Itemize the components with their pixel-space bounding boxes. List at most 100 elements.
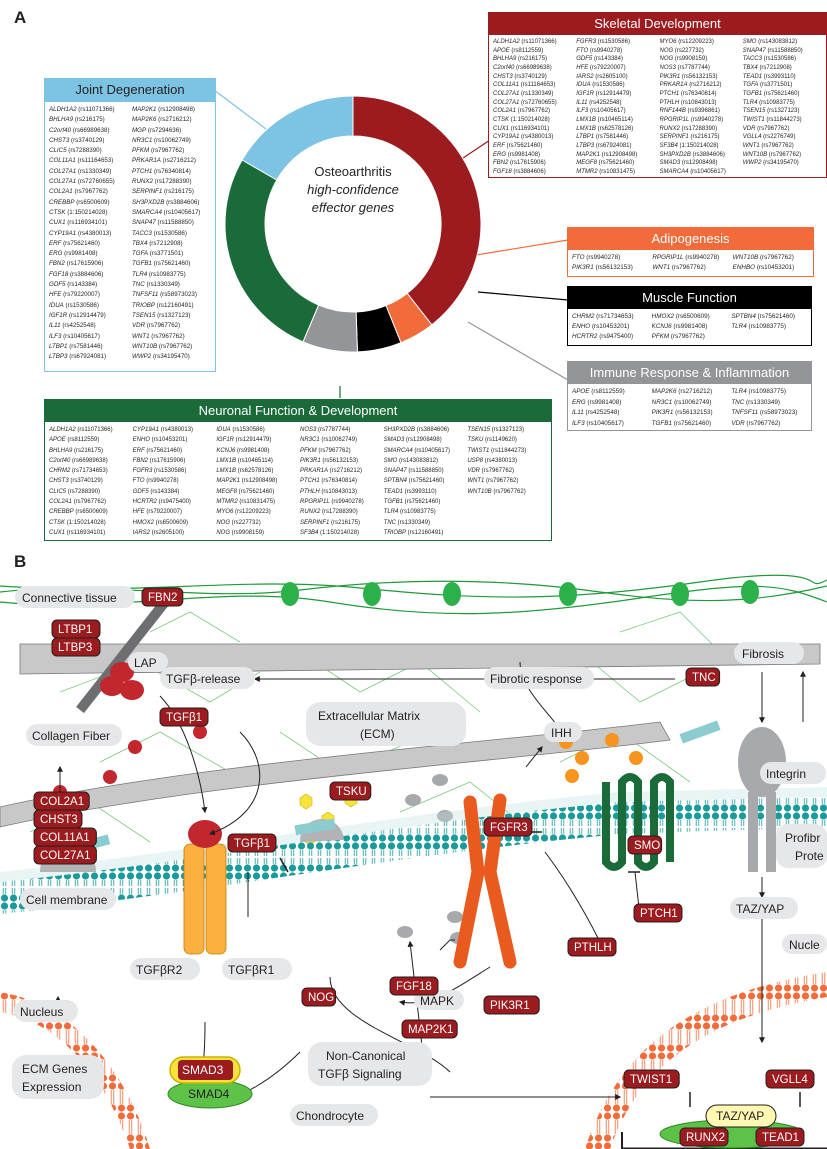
gene-entry: PTCH1 (rs76340814)	[659, 90, 717, 97]
gene-entry: ERF (rs75621460)	[493, 142, 543, 149]
gene-label-fgf18: FGF18	[389, 976, 439, 996]
label-nucleus-left: Nucleus	[20, 1005, 63, 1019]
gene-label-col2a1: COL2A1	[33, 791, 90, 811]
gene-text: CHST3	[40, 814, 78, 826]
gene-entry: SERPINF1 (rs216175)	[132, 188, 194, 196]
gene-label-tead1: TEAD1	[755, 1127, 805, 1147]
gene-entry: NOS3 (rs7787744)	[659, 64, 710, 71]
gene-entry: TSEN15 (rs1327123)	[467, 427, 525, 433]
gene-entry: FTO (rs9940278)	[576, 47, 623, 54]
gene-entry: TGFB1 (rs75621460)	[742, 90, 800, 97]
gene-entry: PTCH1 (rs76340814)	[299, 478, 358, 485]
gene-text: TEAD1	[762, 1132, 799, 1144]
gene-entry: PIK3R1 (rs56132153)	[299, 457, 359, 464]
donut-segment	[352, 95, 482, 326]
gene-entry: NOG (rs9908159)	[216, 529, 265, 536]
gene-entry: LMX1B (rs10465114)	[216, 457, 273, 464]
label-mapk: MAPK	[420, 994, 454, 1008]
gene-entry: COL27A1 (rs72760655)	[49, 178, 115, 186]
gene-entry: CUX1 (rs116934101)	[49, 529, 106, 536]
gene-entry: TWIST1 (rs11844273)	[467, 447, 527, 454]
gene-entry: MAP2K6 (rs2716212)	[651, 388, 713, 395]
cell-membrane-band	[0, 787, 827, 882]
gene-entry: CTSK (1:150214028)	[493, 116, 550, 123]
gene-entry: SPTBN4 (rs75621460)	[731, 313, 796, 320]
gene-entry: ENHO (rs10453201)	[132, 437, 188, 444]
gene-entry: PTHLH (rs10843013)	[659, 99, 717, 106]
gene-entry: PIK3R1 (rs56132153)	[651, 409, 713, 416]
gene-entry: USP8 (rs4380013)	[467, 457, 518, 464]
gene-entry: CREBBP (rs6500609)	[49, 198, 110, 206]
gene-entry: PTCH1 (rs76340814)	[132, 167, 191, 175]
label-fibrosis: Fibrosis	[742, 647, 784, 661]
box-title: Neuronal Function & Development	[45, 400, 551, 422]
gene-text: FGFR3	[490, 822, 528, 834]
gene-entry: ALDH1A2 (rs11071366)	[49, 427, 113, 433]
label-taz-yap: TAZ/YAP	[736, 902, 784, 916]
center-line1: Osteoarthritis	[314, 164, 392, 179]
gene-entry: FGF18 (rs3884606)	[493, 168, 546, 175]
label-lap: LAP	[134, 656, 157, 670]
label-nucleus-right: Nucle	[789, 938, 820, 952]
gene-entry: CHST3 (rs3740129)	[49, 478, 103, 485]
gene-entry: SMAD3 (rs12908498)	[383, 437, 442, 444]
gene-entry: CHRM2 (rs71734653)	[49, 468, 108, 475]
gene-list: CHRM2 (rs71734653)ENHO (rs10453201)HCRTR…	[568, 309, 811, 345]
gene-entry: MTMR2 (rs10831475)	[216, 499, 276, 506]
gene-entry: RPGRIP1L (rs9940278)	[659, 116, 724, 123]
gene-entry: IL11 (rs4252548)	[576, 99, 622, 106]
gene-entry: FGFR3 (rs1530586)	[132, 468, 187, 475]
gene-entry: MGP (rs7294636)	[132, 126, 182, 134]
gene-entry: LMX1B (rs10465114)	[576, 116, 633, 123]
donut-chart	[224, 95, 482, 353]
gene-entry: TNFSF11 (rs58973023)	[132, 291, 197, 299]
gene-entry: CTSK (1:150214028)	[49, 208, 108, 216]
gene-entry: CHST3 (rs3740129)	[49, 136, 105, 144]
label-tgfbr1: TGFβR1	[228, 963, 275, 977]
gene-entry: SERPINF1 (rs216175)	[659, 134, 720, 141]
gene-entry: ENHO (rs10453201)	[572, 323, 630, 330]
gene-entry: CYP19A1 (rs4380013)	[132, 427, 194, 433]
gene-entry: MEGF8 (rs75621460)	[216, 488, 275, 495]
gene-label-ltbp1: LTBP1	[51, 619, 101, 639]
gene-entry: GDF5 (rs143384)	[49, 281, 98, 289]
gene-entry: TGFA (rs3771501)	[742, 82, 793, 89]
gene-entry: RNF144B (rs9396861)	[659, 108, 720, 115]
inhibition-marks	[279, 831, 801, 1107]
label-ecm-line2: (ECM)	[360, 727, 395, 741]
gene-entry: MAP2K1 (rs12908498)	[576, 151, 638, 158]
gene-smad3: SMAD3	[182, 1063, 224, 1077]
fbn2-rod	[76, 598, 169, 714]
gene-list: ALDH1A2 (rs11071366)APOE (rs8112559)BHLH…	[489, 35, 826, 180]
gene-entry: CYP19A1 (rs4380013)	[493, 134, 554, 141]
gene-entry: TLR4 (rs10983775)	[742, 99, 795, 106]
gene-entry: VDR (rs7967762)	[742, 125, 790, 132]
gene-entry: KCNJ6 (rs9981408)	[651, 323, 708, 330]
fibre-nodes	[281, 580, 759, 606]
adipogenesis-box: Adipogenesis FTO (rs9940278)PIK3R1 (rs56…	[567, 227, 814, 277]
gene-entry: WNT1 (rs7967762)	[742, 142, 794, 149]
gene-entry: IL11 (rs4252548)	[49, 322, 96, 330]
donut-center-label: Osteoarthritis high-confidence effector …	[263, 163, 443, 217]
gene-entry: COL2A1 (rs7967762)	[49, 188, 108, 196]
gene-list: ALDH1A2 (rs11071366)APOE (rs8112559)BHLH…	[45, 422, 551, 541]
label-noncanon-line2: TGFβ Signaling	[318, 1067, 402, 1081]
gene-entry: ALDH1A2 (rs11071366)	[49, 106, 115, 113]
gene-label-twist1: TWIST1	[623, 1069, 680, 1089]
gene-list: APOE (rs8112559)ERG (rs9981408)IL11 (rs4…	[568, 384, 811, 432]
gene-entry: WNT1 (rs7967762)	[652, 263, 706, 271]
smad-complex: SMAD4 SMAD3	[167, 1056, 253, 1109]
box-title: Muscle Function	[568, 287, 811, 309]
gene-entry: BHLHA9 (rs216175)	[49, 447, 104, 454]
gene-entry: TRIOBP (rs12160491)	[132, 301, 194, 309]
gene-entry: TNFSF11 (rs58973023)	[731, 409, 798, 416]
gene-entry: PRKAR1A (rs2716212)	[299, 468, 363, 475]
gene-entry: TEAD1 (rs3993110)	[742, 73, 796, 80]
label-ecm-genes-line2: Expression	[22, 1080, 81, 1094]
gene-entry: TLR4 (rs10983775)	[383, 509, 436, 516]
center-line3: effector genes	[311, 200, 395, 215]
gene-entry: COL2A1 (rs7967762)	[49, 499, 107, 506]
muscle-function-box: Muscle Function CHRM2 (rs71734653)ENHO (…	[567, 286, 812, 346]
center-line2: high-confidence	[307, 182, 399, 197]
gene-entry: WNT10B (rs7967762)	[742, 151, 802, 158]
